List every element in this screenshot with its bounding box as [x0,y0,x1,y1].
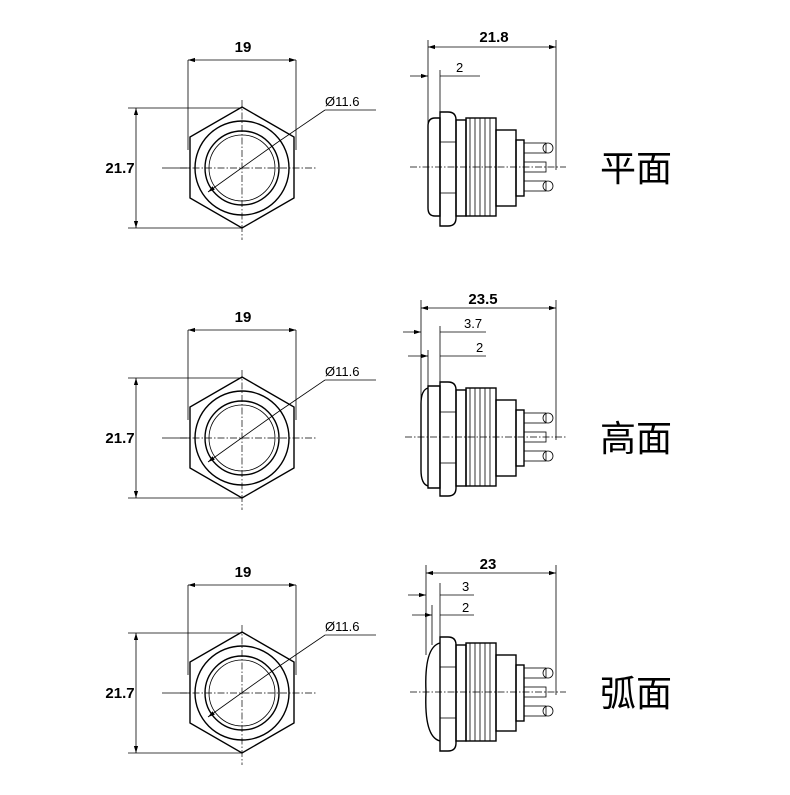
side-total-dim: 23 [480,556,497,573]
side-view: 23.5 3.7 2 [403,291,566,497]
variant-label: 弧面 [600,674,672,715]
top-width-dim: 19 [235,564,252,581]
side-total-dim: 23.5 [468,291,497,308]
variant-flat: 19 21.7 Ø11.6 21.8 2 [105,29,672,240]
top-width-dim: 19 [235,309,252,326]
side-d1-dim: 3.7 [464,316,482,331]
side-d1-dim: 2 [456,60,463,75]
side-view: 21.8 2 [410,29,566,227]
side-d2-dim: 2 [476,340,483,355]
side-view: 23 3 2 [408,556,566,752]
side-d1-dim: 3 [462,579,469,594]
height-dim: 21.7 [105,160,134,177]
front-view: 19 21.7 Ø11.6 [105,564,376,765]
variant-high: 19 21.7 Ø11.6 23.5 3.7 [105,291,672,510]
diameter-dim: Ø11.6 [325,619,359,634]
top-width-dim: 19 [235,39,252,56]
height-dim: 21.7 [105,430,134,447]
variant-label: 平面 [600,149,672,190]
diameter-dim: Ø11.6 [325,94,359,109]
side-d2-dim: 2 [462,600,469,615]
variant-label: 高面 [600,419,672,460]
diameter-dim: Ø11.6 [325,364,359,379]
side-total-dim: 21.8 [479,29,508,46]
front-view: 19 21.7 Ø11.6 [105,39,376,240]
front-view: 19 21.7 Ø11.6 [105,309,376,510]
height-dim: 21.7 [105,685,134,702]
variant-dome: 19 21.7 Ø11.6 23 3 [105,556,672,765]
